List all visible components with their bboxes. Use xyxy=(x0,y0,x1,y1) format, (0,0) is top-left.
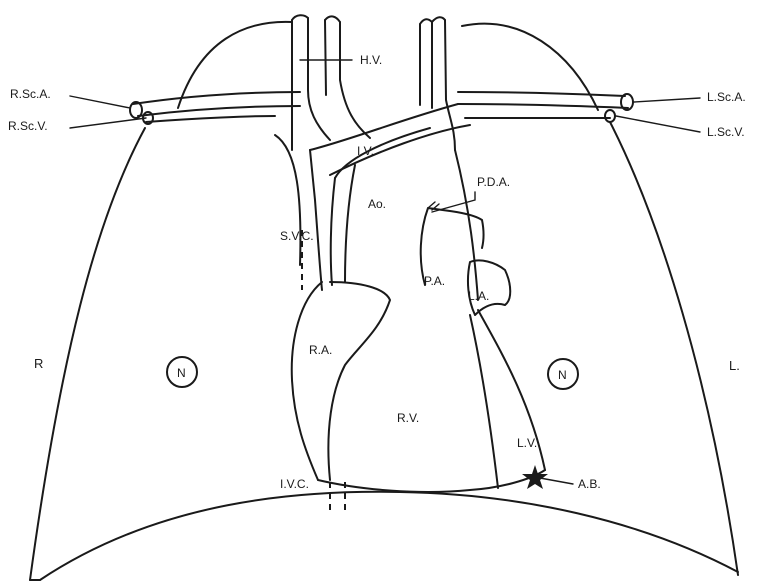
leader-rscv xyxy=(70,118,146,128)
label-lscv: L.Sc.V. xyxy=(707,125,745,139)
ascending-aorta xyxy=(331,178,335,285)
left-lung-outline xyxy=(610,122,738,575)
left-lung-apex xyxy=(462,24,598,110)
label-pda: P.D.A. xyxy=(477,175,510,189)
aorta-inner-line xyxy=(345,165,355,282)
aortic-arch xyxy=(335,128,430,178)
innominate-vein-lower xyxy=(330,125,470,175)
leader-ab xyxy=(540,478,573,484)
right-lung-apex xyxy=(178,22,292,108)
subclavian-tube-bottom xyxy=(146,116,610,122)
superior-vena-cava xyxy=(310,150,322,290)
subclavian-tube-mid xyxy=(138,104,628,116)
right-lung-hilum xyxy=(275,135,300,265)
diaphragm xyxy=(40,492,738,580)
right-atrium-outline xyxy=(292,282,322,480)
label-nodule-right: N xyxy=(177,366,186,380)
right-atrium-ventricle-border xyxy=(328,282,390,480)
label-pa: P.A. xyxy=(424,274,445,288)
label-ra: R.A. xyxy=(309,343,332,357)
leader-lsca xyxy=(634,98,700,102)
neck-vessel-right-pair xyxy=(325,20,370,138)
label-ivc: I.V.C. xyxy=(280,477,309,491)
interventricular-border xyxy=(470,315,498,488)
right-lung-outline xyxy=(30,128,145,580)
left-subclavian-vein-end xyxy=(605,110,615,122)
left-neck-vessels xyxy=(420,20,455,150)
label-right-side: R xyxy=(34,356,43,371)
label-ab: A.B. xyxy=(578,477,601,491)
label-left-side: L. xyxy=(729,358,740,373)
label-rsca: R.Sc.A. xyxy=(10,87,51,101)
left-lung-medial-border xyxy=(455,150,478,300)
label-lv: L.V. xyxy=(517,436,537,450)
label-lsca: L.Sc.A. xyxy=(707,90,746,104)
label-la: L.A. xyxy=(468,289,489,303)
label-iv: I.V. xyxy=(357,144,374,158)
label-nodule-left: N xyxy=(558,368,567,382)
heart-lower-border xyxy=(318,470,545,492)
leader-rsca xyxy=(70,96,130,108)
label-ao: Ao. xyxy=(368,197,386,211)
leader-lscv xyxy=(616,116,700,132)
label-rscv: R.Sc.V. xyxy=(8,119,48,133)
label-svc: S.V.C. xyxy=(280,229,314,243)
neck-vessel-caps xyxy=(292,15,340,22)
subclavian-tube-top xyxy=(133,92,625,104)
label-hv: H.V. xyxy=(360,53,382,67)
label-rv: R.V. xyxy=(397,411,419,425)
